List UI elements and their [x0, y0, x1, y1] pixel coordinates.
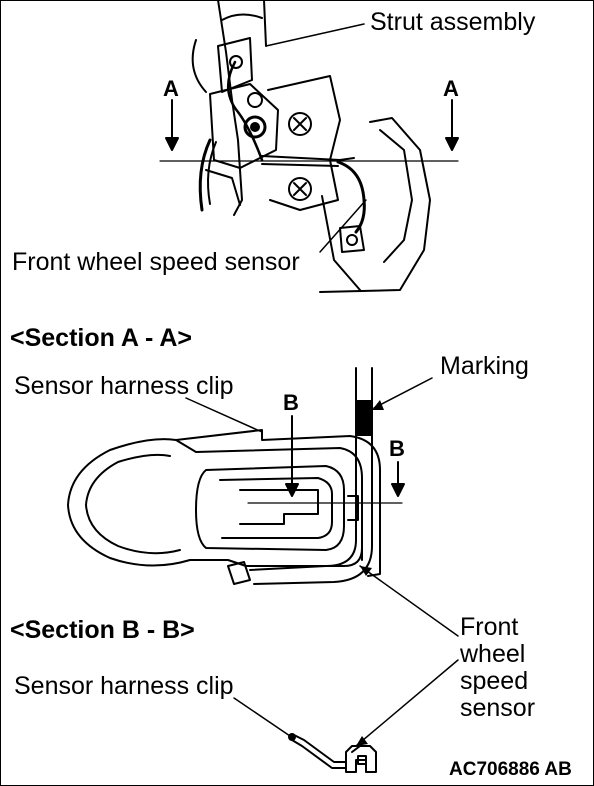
- section-b-cut-line: [247, 415, 405, 504]
- front-wheel-speed-sensor-label-bottom: Front wheel speed sensor: [460, 614, 535, 722]
- strut-assembly-label: Strut assembly: [370, 8, 536, 36]
- marking-label: Marking: [440, 352, 529, 380]
- sensor-bottom-leader-1: [359, 565, 459, 637]
- clip-b-leader: [233, 697, 291, 737]
- sensor-top-leader: [319, 199, 367, 253]
- section-a-clip-drawing: [67, 429, 381, 585]
- section-letter-a-right: A: [443, 76, 459, 101]
- section-letter-b-right: B: [389, 436, 405, 461]
- sensor-harness-clip-label-b: Sensor harness clip: [14, 672, 234, 700]
- marking-leader: [373, 377, 433, 409]
- front-wheel-speed-sensor-label-top: Front wheel speed sensor: [12, 248, 300, 276]
- section-letter-a-left: A: [163, 76, 179, 101]
- sensor-label-line-3: speed: [460, 667, 529, 695]
- section-a-sensor-cable: [249, 367, 373, 585]
- section-a-title: <Section A - A>: [10, 324, 192, 352]
- sensor-label-line-2: wheel: [460, 640, 526, 668]
- diagram-code: AC706886 AB: [449, 759, 572, 780]
- sensor-bottom-leader-2: [355, 659, 459, 747]
- strut-assembly-drawing: [191, 0, 431, 293]
- section-letter-b-left: B: [283, 390, 299, 415]
- section-a-cut-line: [159, 99, 459, 162]
- sensor-label-line-1: Front: [460, 613, 519, 641]
- strut-assembly-leader: [265, 23, 365, 47]
- section-b-clip-drawing: [288, 733, 377, 773]
- sensor-harness-clip-label-a: Sensor harness clip: [14, 372, 234, 400]
- clip-a-leader: [185, 397, 263, 433]
- sensor-label-line-4: sensor: [460, 694, 536, 722]
- section-b-title: <Section B - B>: [10, 616, 195, 644]
